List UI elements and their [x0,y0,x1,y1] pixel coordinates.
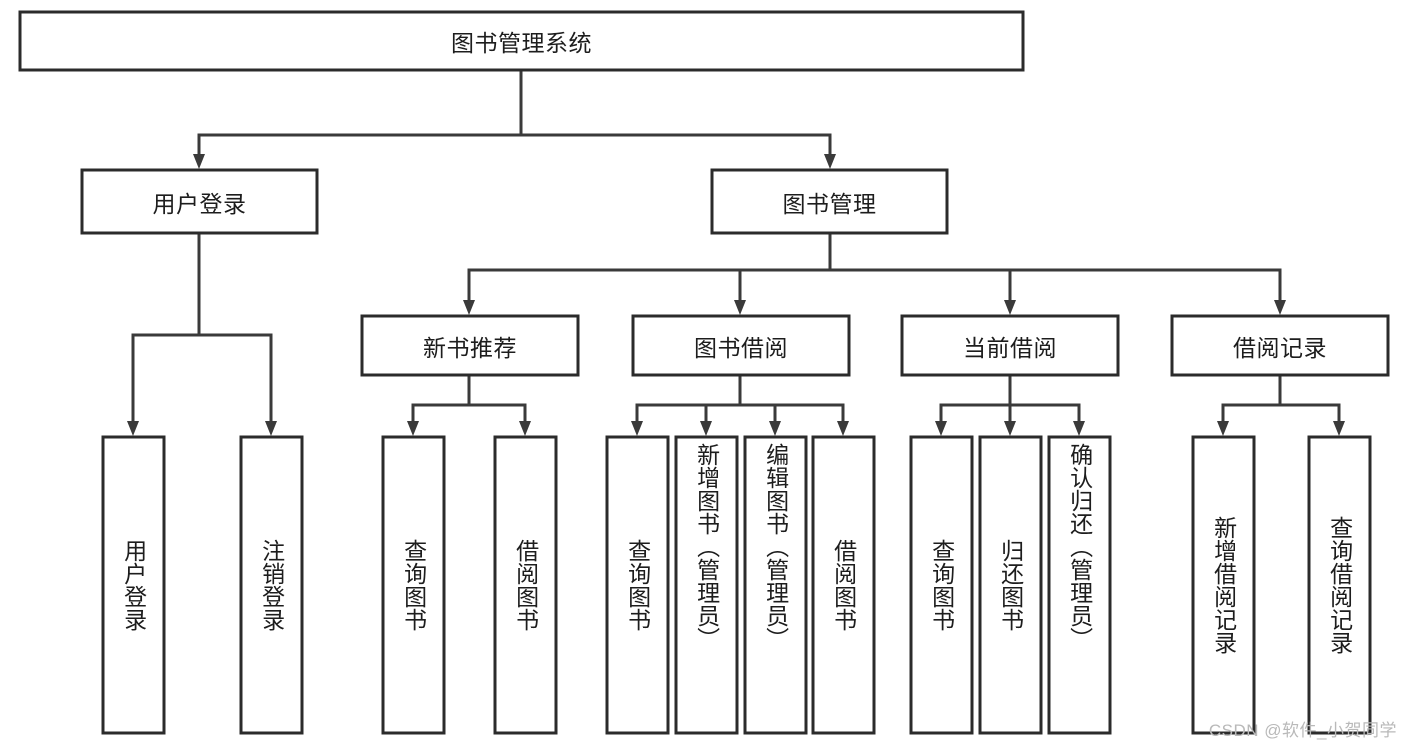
node-box-leaf-6[interactable] [743,435,808,735]
connector-current-borrow-to-leaves [935,373,1085,436]
connector-book-mgmt-to-level3 [463,231,1286,315]
arrow-head-icon [1333,421,1345,436]
node-box-leaf-5[interactable] [674,435,739,735]
arrow-head-icon [127,421,139,436]
node-box-root[interactable] [18,10,1025,72]
node-box-leaf-0[interactable] [101,435,166,735]
arrow-head-icon [1073,421,1085,436]
connector-new-book-to-leaves [407,373,531,436]
connector-book-borrow-to-leaves [631,373,849,436]
arrow-head-icon [1274,300,1286,315]
arrow-head-icon [265,421,277,436]
node-box-leaf-10[interactable] [1047,435,1112,735]
node-box-leaf-4[interactable] [605,435,670,735]
csdn-watermark: CSDN @软件_小贺同学 [1208,721,1397,740]
node-box-leaf-8[interactable] [909,435,974,735]
node-box-leaf-12[interactable] [1307,435,1372,735]
node-box-current-borrow[interactable] [900,314,1120,377]
node-box-book-management[interactable] [710,168,949,235]
node-box-leaf-3[interactable] [493,435,558,735]
arrow-head-icon [463,300,475,315]
arrow-head-icon [407,421,419,436]
arrow-head-icon [193,154,205,169]
node-box-leaf-1[interactable] [239,435,304,735]
arrow-head-icon [700,421,712,436]
node-box-leaf-2[interactable] [381,435,446,735]
node-box-book-borrow[interactable] [631,314,851,377]
node-box-leaf-9[interactable] [978,435,1043,735]
arrow-head-icon [1217,421,1229,436]
node-box-new-book-recommend[interactable] [360,314,580,377]
connector-user-login-to-leaves [127,231,277,436]
arrow-head-icon [935,421,947,436]
arrow-head-icon [1004,421,1016,436]
arrow-head-icon [631,421,643,436]
arrow-head-icon [824,154,836,169]
node-box-user-login[interactable] [80,168,319,235]
arrow-head-icon [519,421,531,436]
node-box-borrow-record[interactable] [1170,314,1390,377]
arrow-head-icon [769,421,781,436]
connector-borrow-record-to-leaves [1217,373,1345,436]
connector-root-to-level2 [193,68,836,169]
node-box-leaf-7[interactable] [811,435,876,735]
arrow-head-icon [837,421,849,436]
arrow-head-icon [734,300,746,315]
arrow-head-icon [1004,300,1016,315]
node-box-leaf-11[interactable] [1191,435,1256,735]
